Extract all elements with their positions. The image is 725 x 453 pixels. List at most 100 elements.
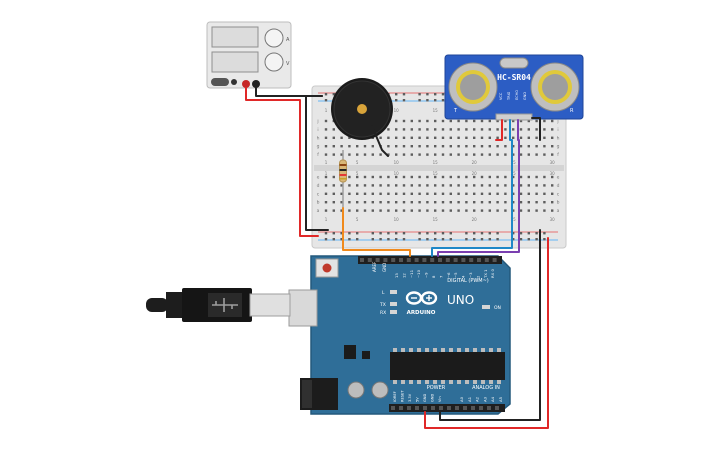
breadboard-hole[interactable] xyxy=(441,136,445,139)
breadboard-hole[interactable] xyxy=(543,184,546,187)
breadboard-hole[interactable] xyxy=(527,119,530,123)
rail-hole[interactable] xyxy=(324,93,328,96)
breadboard-hole[interactable] xyxy=(527,192,530,195)
breadboard-hole[interactable] xyxy=(480,119,484,123)
breadboard-hole[interactable] xyxy=(387,184,390,187)
breadboard-hole[interactable] xyxy=(356,184,359,187)
breadboard-hole[interactable] xyxy=(496,184,499,187)
breadboard-hole[interactable] xyxy=(519,201,523,204)
breadboard-hole[interactable] xyxy=(324,153,328,156)
breadboard-hole[interactable] xyxy=(504,184,507,187)
power-supply-negative-terminal[interactable] xyxy=(252,80,260,88)
breadboard-hole[interactable] xyxy=(402,175,406,179)
breadboard-hole[interactable] xyxy=(387,145,390,148)
breadboard-hole[interactable] xyxy=(410,119,413,123)
breadboard-hole[interactable] xyxy=(426,201,429,204)
breadboard-hole[interactable] xyxy=(426,184,429,187)
breadboard-hole[interactable] xyxy=(504,192,507,195)
header-pin[interactable] xyxy=(492,258,497,262)
breadboard-hole[interactable] xyxy=(402,192,406,195)
header-pin[interactable] xyxy=(453,258,458,262)
breadboard-hole[interactable] xyxy=(395,145,398,148)
breadboard-hole[interactable] xyxy=(441,128,445,131)
rail-hole[interactable] xyxy=(441,93,445,96)
breadboard-hole[interactable] xyxy=(371,201,374,204)
breadboard-hole[interactable] xyxy=(387,201,390,204)
breadboard-hole[interactable] xyxy=(457,136,460,139)
breadboard-hole[interactable] xyxy=(426,136,429,139)
rail-hole[interactable] xyxy=(527,232,530,235)
rail-hole[interactable] xyxy=(324,238,328,241)
breadboard-hole[interactable] xyxy=(449,192,452,195)
breadboard-hole[interactable] xyxy=(480,201,484,204)
breadboard-hole[interactable] xyxy=(426,119,429,123)
rail-hole[interactable] xyxy=(527,238,530,241)
breadboard-hole[interactable] xyxy=(356,145,359,148)
breadboard-hole[interactable] xyxy=(488,209,491,212)
header-pin[interactable] xyxy=(495,406,499,410)
breadboard-hole[interactable] xyxy=(465,201,468,204)
breadboard-hole[interactable] xyxy=(418,119,421,123)
header-pin[interactable] xyxy=(471,406,475,410)
breadboard-hole[interactable] xyxy=(441,153,445,156)
breadboard-hole[interactable] xyxy=(340,153,343,156)
breadboard-hole[interactable] xyxy=(418,153,421,156)
breadboard-hole[interactable] xyxy=(402,201,406,204)
breadboard-hole[interactable] xyxy=(535,192,538,195)
breadboard-hole[interactable] xyxy=(324,192,328,195)
breadboard-hole[interactable] xyxy=(519,136,523,139)
breadboard-hole[interactable] xyxy=(434,175,437,179)
breadboard-hole[interactable] xyxy=(527,175,530,179)
breadboard-hole[interactable] xyxy=(371,175,374,179)
breadboard-hole[interactable] xyxy=(395,192,398,195)
breadboard-hole[interactable] xyxy=(441,201,445,204)
rail-hole[interactable] xyxy=(480,238,484,241)
breadboard-hole[interactable] xyxy=(551,153,554,156)
breadboard-hole[interactable] xyxy=(527,153,530,156)
breadboard-hole[interactable] xyxy=(488,201,491,204)
breadboard-hole[interactable] xyxy=(465,128,468,131)
breadboard-hole[interactable] xyxy=(340,136,343,139)
breadboard-hole[interactable] xyxy=(363,209,367,212)
breadboard-hole[interactable] xyxy=(387,153,390,156)
rail-hole[interactable] xyxy=(473,238,476,241)
breadboard-hole[interactable] xyxy=(434,128,437,131)
breadboard-hole[interactable] xyxy=(480,209,484,212)
rail-hole[interactable] xyxy=(488,238,491,241)
breadboard-hole[interactable] xyxy=(371,145,374,148)
breadboard-hole[interactable] xyxy=(395,153,398,156)
breadboard-hole[interactable] xyxy=(519,153,523,156)
breadboard-hole[interactable] xyxy=(551,192,554,195)
rail-hole[interactable] xyxy=(356,238,359,241)
breadboard-hole[interactable] xyxy=(551,201,554,204)
breadboard-hole[interactable] xyxy=(340,209,343,212)
header-pin[interactable] xyxy=(406,258,411,262)
rail-hole[interactable] xyxy=(348,232,351,235)
breadboard-hole[interactable] xyxy=(496,119,499,123)
breadboard-hole[interactable] xyxy=(449,175,452,179)
breadboard-hole[interactable] xyxy=(324,136,328,139)
breadboard-hole[interactable] xyxy=(332,201,335,204)
rail-hole[interactable] xyxy=(387,232,390,235)
breadboard-hole[interactable] xyxy=(410,128,413,131)
breadboard-hole[interactable] xyxy=(402,119,406,123)
breadboard-hole[interactable] xyxy=(543,192,546,195)
breadboard-hole[interactable] xyxy=(348,192,351,195)
rail-hole[interactable] xyxy=(449,232,452,235)
header-pin[interactable] xyxy=(367,258,372,262)
breadboard-hole[interactable] xyxy=(348,145,351,148)
breadboard-hole[interactable] xyxy=(480,175,484,179)
breadboard-hole[interactable] xyxy=(324,128,328,131)
breadboard-hole[interactable] xyxy=(449,209,452,212)
breadboard-hole[interactable] xyxy=(402,153,406,156)
breadboard-hole[interactable] xyxy=(348,209,351,212)
breadboard-hole[interactable] xyxy=(379,201,382,204)
breadboard-hole[interactable] xyxy=(324,119,328,123)
breadboard-hole[interactable] xyxy=(488,145,491,148)
breadboard-hole[interactable] xyxy=(379,136,382,139)
breadboard-hole[interactable] xyxy=(387,175,390,179)
breadboard-hole[interactable] xyxy=(457,184,460,187)
header-pin[interactable] xyxy=(439,406,443,410)
breadboard-hole[interactable] xyxy=(496,153,499,156)
breadboard-hole[interactable] xyxy=(527,201,530,204)
